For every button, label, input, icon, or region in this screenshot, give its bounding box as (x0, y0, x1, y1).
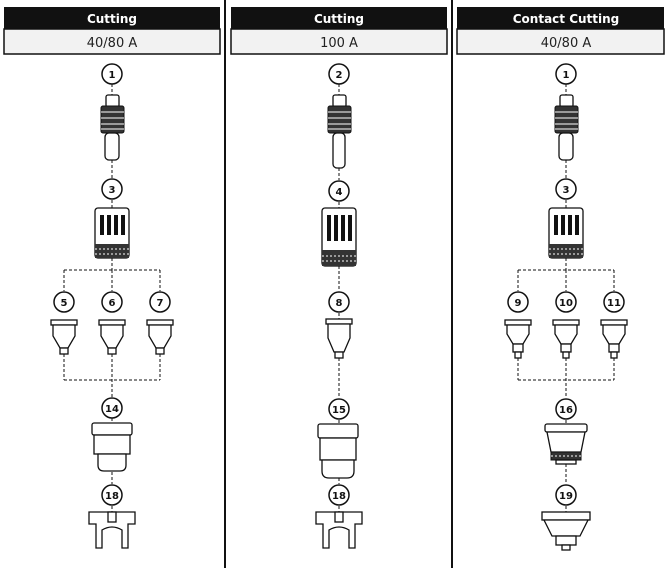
part-number-badge: 9 (507, 291, 529, 313)
tip-icon (552, 319, 580, 359)
svg-text:11: 11 (607, 298, 621, 309)
column-title: Cutting (314, 12, 364, 26)
part-number-badge: 19 (555, 484, 577, 506)
swirl-ring-icon (321, 207, 357, 267)
svg-text:6: 6 (109, 298, 116, 309)
part-number-badge: 5 (53, 291, 75, 313)
tip-icon (98, 319, 126, 355)
tip-icon (50, 319, 78, 355)
svg-text:10: 10 (559, 298, 573, 309)
part-number-badge: 8 (328, 291, 350, 313)
part-number-badge: 15 (328, 398, 350, 420)
shield-cap-icon (544, 423, 588, 465)
svg-text:7: 7 (157, 298, 164, 309)
part-number-badge: 16 (555, 398, 577, 420)
tip-icon (504, 319, 532, 359)
part-number-badge: 3 (101, 178, 123, 200)
part-number-badge: 3 (555, 178, 577, 200)
tip-icon (600, 319, 628, 359)
svg-text:2: 2 (336, 70, 343, 81)
electrode-icon (100, 94, 125, 161)
part-number-badge: 7 (149, 291, 171, 313)
guide-icon (88, 511, 136, 549)
column-subtitle: 40/80 A (87, 36, 138, 51)
svg-text:19: 19 (559, 491, 573, 502)
part-number-badge: 6 (101, 291, 123, 313)
svg-text:3: 3 (109, 185, 116, 196)
part-number-badge: 4 (328, 180, 350, 202)
part-number-badge: 14 (101, 397, 123, 419)
svg-text:1: 1 (563, 70, 570, 81)
part-number-badge: 18 (101, 484, 123, 506)
shield-cap-icon (317, 423, 359, 479)
svg-text:1: 1 (109, 70, 116, 81)
svg-text:4: 4 (336, 187, 343, 198)
column-subtitle: 100 A (320, 36, 358, 51)
svg-text:5: 5 (61, 298, 68, 309)
connector-lines (63, 84, 615, 512)
tip-icon (146, 319, 174, 355)
swirl-ring-icon (94, 207, 130, 259)
svg-text:3: 3 (563, 185, 570, 196)
column-header-3: Contact Cutting 40/80 A (456, 7, 665, 55)
svg-text:18: 18 (105, 491, 119, 502)
part-number-badges: 1 3 5 6 7 14 18 2 4 8 15 18 1 3 9 10 11 … (53, 63, 625, 506)
column-title: Cutting (87, 12, 137, 26)
swirl-ring-icon (548, 207, 584, 259)
electrode-icon (554, 94, 579, 161)
part-number-badge: 10 (555, 291, 577, 313)
svg-text:14: 14 (105, 404, 119, 415)
svg-text:16: 16 (559, 405, 573, 416)
column-header-1: Cutting 40/80 A (3, 7, 221, 55)
svg-text:15: 15 (332, 405, 346, 416)
column-title: Contact Cutting (513, 12, 620, 26)
tip-icon (325, 318, 353, 359)
part-number-badge: 1 (101, 63, 123, 85)
svg-text:8: 8 (336, 298, 343, 309)
guide-icon (541, 511, 591, 551)
part-number-badge: 18 (328, 484, 350, 506)
svg-text:9: 9 (515, 298, 522, 309)
part-number-badge: 2 (328, 63, 350, 85)
part-number-badge: 1 (555, 63, 577, 85)
electrode-icon (327, 94, 352, 169)
part-number-badge: 11 (603, 291, 625, 313)
guide-icon (315, 511, 363, 549)
shield-cap-icon (91, 422, 133, 472)
column-subtitle: 40/80 A (541, 36, 592, 51)
column-header-2: Cutting 100 A (230, 7, 448, 55)
svg-text:18: 18 (332, 491, 346, 502)
